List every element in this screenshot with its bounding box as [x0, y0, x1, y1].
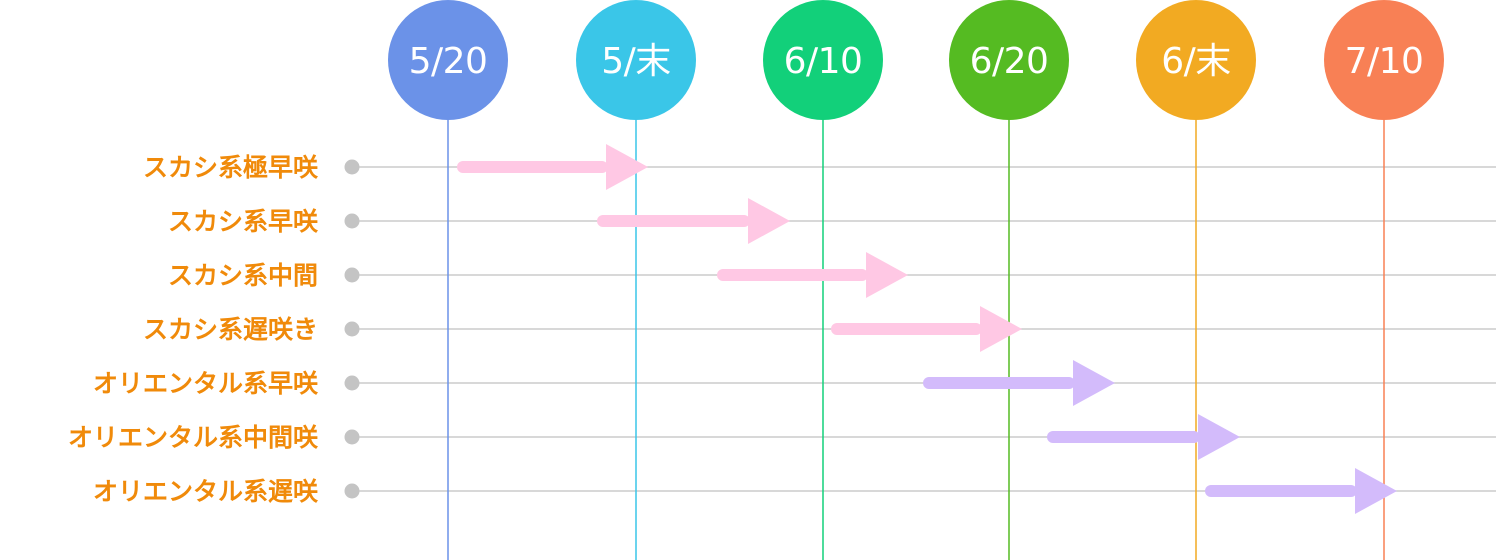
arrow-shaft: [717, 269, 868, 281]
date-label: 5/末: [601, 41, 671, 82]
arrow-shaft: [1205, 485, 1357, 497]
date-label: 5/20: [409, 41, 488, 82]
bloom-period-arrow: [717, 252, 908, 298]
date-label: 6/20: [970, 41, 1049, 82]
bloom-period-arrow: [1205, 468, 1397, 514]
row-bullet: [344, 483, 360, 499]
arrow-head: [866, 252, 908, 298]
row-bullet: [344, 321, 360, 337]
arrow-shaft: [597, 215, 750, 227]
date-markers: 5/20 5/末 6/10 6/20 6/末 7/10: [388, 0, 1444, 120]
bloom-period-arrows: [457, 144, 1397, 514]
bloom-period-arrow: [1047, 414, 1240, 460]
row-bullets: [344, 159, 360, 499]
arrow-shaft: [831, 323, 982, 335]
row-label: スカシ系中間: [168, 261, 318, 290]
arrow-head: [1198, 414, 1240, 460]
date-circle: [388, 0, 508, 120]
bloom-period-arrow: [831, 306, 1022, 352]
row-label: スカシ系極早咲: [143, 153, 319, 182]
date-label: 6/10: [784, 41, 863, 82]
row-bullet: [344, 213, 360, 229]
row-bullet: [344, 429, 360, 445]
row-label: オリエンタル系中間咲: [68, 423, 319, 452]
bloom-period-arrow: [923, 360, 1115, 406]
row-bullet: [344, 267, 360, 283]
date-circle: [576, 0, 696, 120]
arrow-head: [980, 306, 1022, 352]
row-labels: スカシ系極早咲スカシ系早咲スカシ系中間スカシ系遅咲きオリエンタル系早咲オリエンタ…: [68, 153, 319, 506]
row-label: オリエンタル系遅咲: [93, 477, 319, 506]
row-bullet: [344, 375, 360, 391]
arrow-shaft: [1047, 431, 1200, 443]
bloom-period-arrow: [457, 144, 648, 190]
date-circle: [1136, 0, 1256, 120]
arrow-shaft: [457, 161, 608, 173]
date-circle: [949, 0, 1069, 120]
arrow-head: [748, 198, 790, 244]
date-circle: [763, 0, 883, 120]
row-label: スカシ系遅咲き: [143, 315, 318, 344]
arrow-head: [1073, 360, 1115, 406]
arrow-shaft: [923, 377, 1075, 389]
row-label: オリエンタル系早咲: [93, 369, 319, 398]
row-bullet: [344, 159, 360, 175]
date-label: 7/10: [1345, 41, 1424, 82]
date-circle: [1324, 0, 1444, 120]
date-label: 6/末: [1161, 41, 1231, 82]
arrow-head: [606, 144, 648, 190]
row-label: スカシ系早咲: [168, 207, 319, 236]
arrow-head: [1355, 468, 1397, 514]
bloom-period-arrow: [597, 198, 790, 244]
